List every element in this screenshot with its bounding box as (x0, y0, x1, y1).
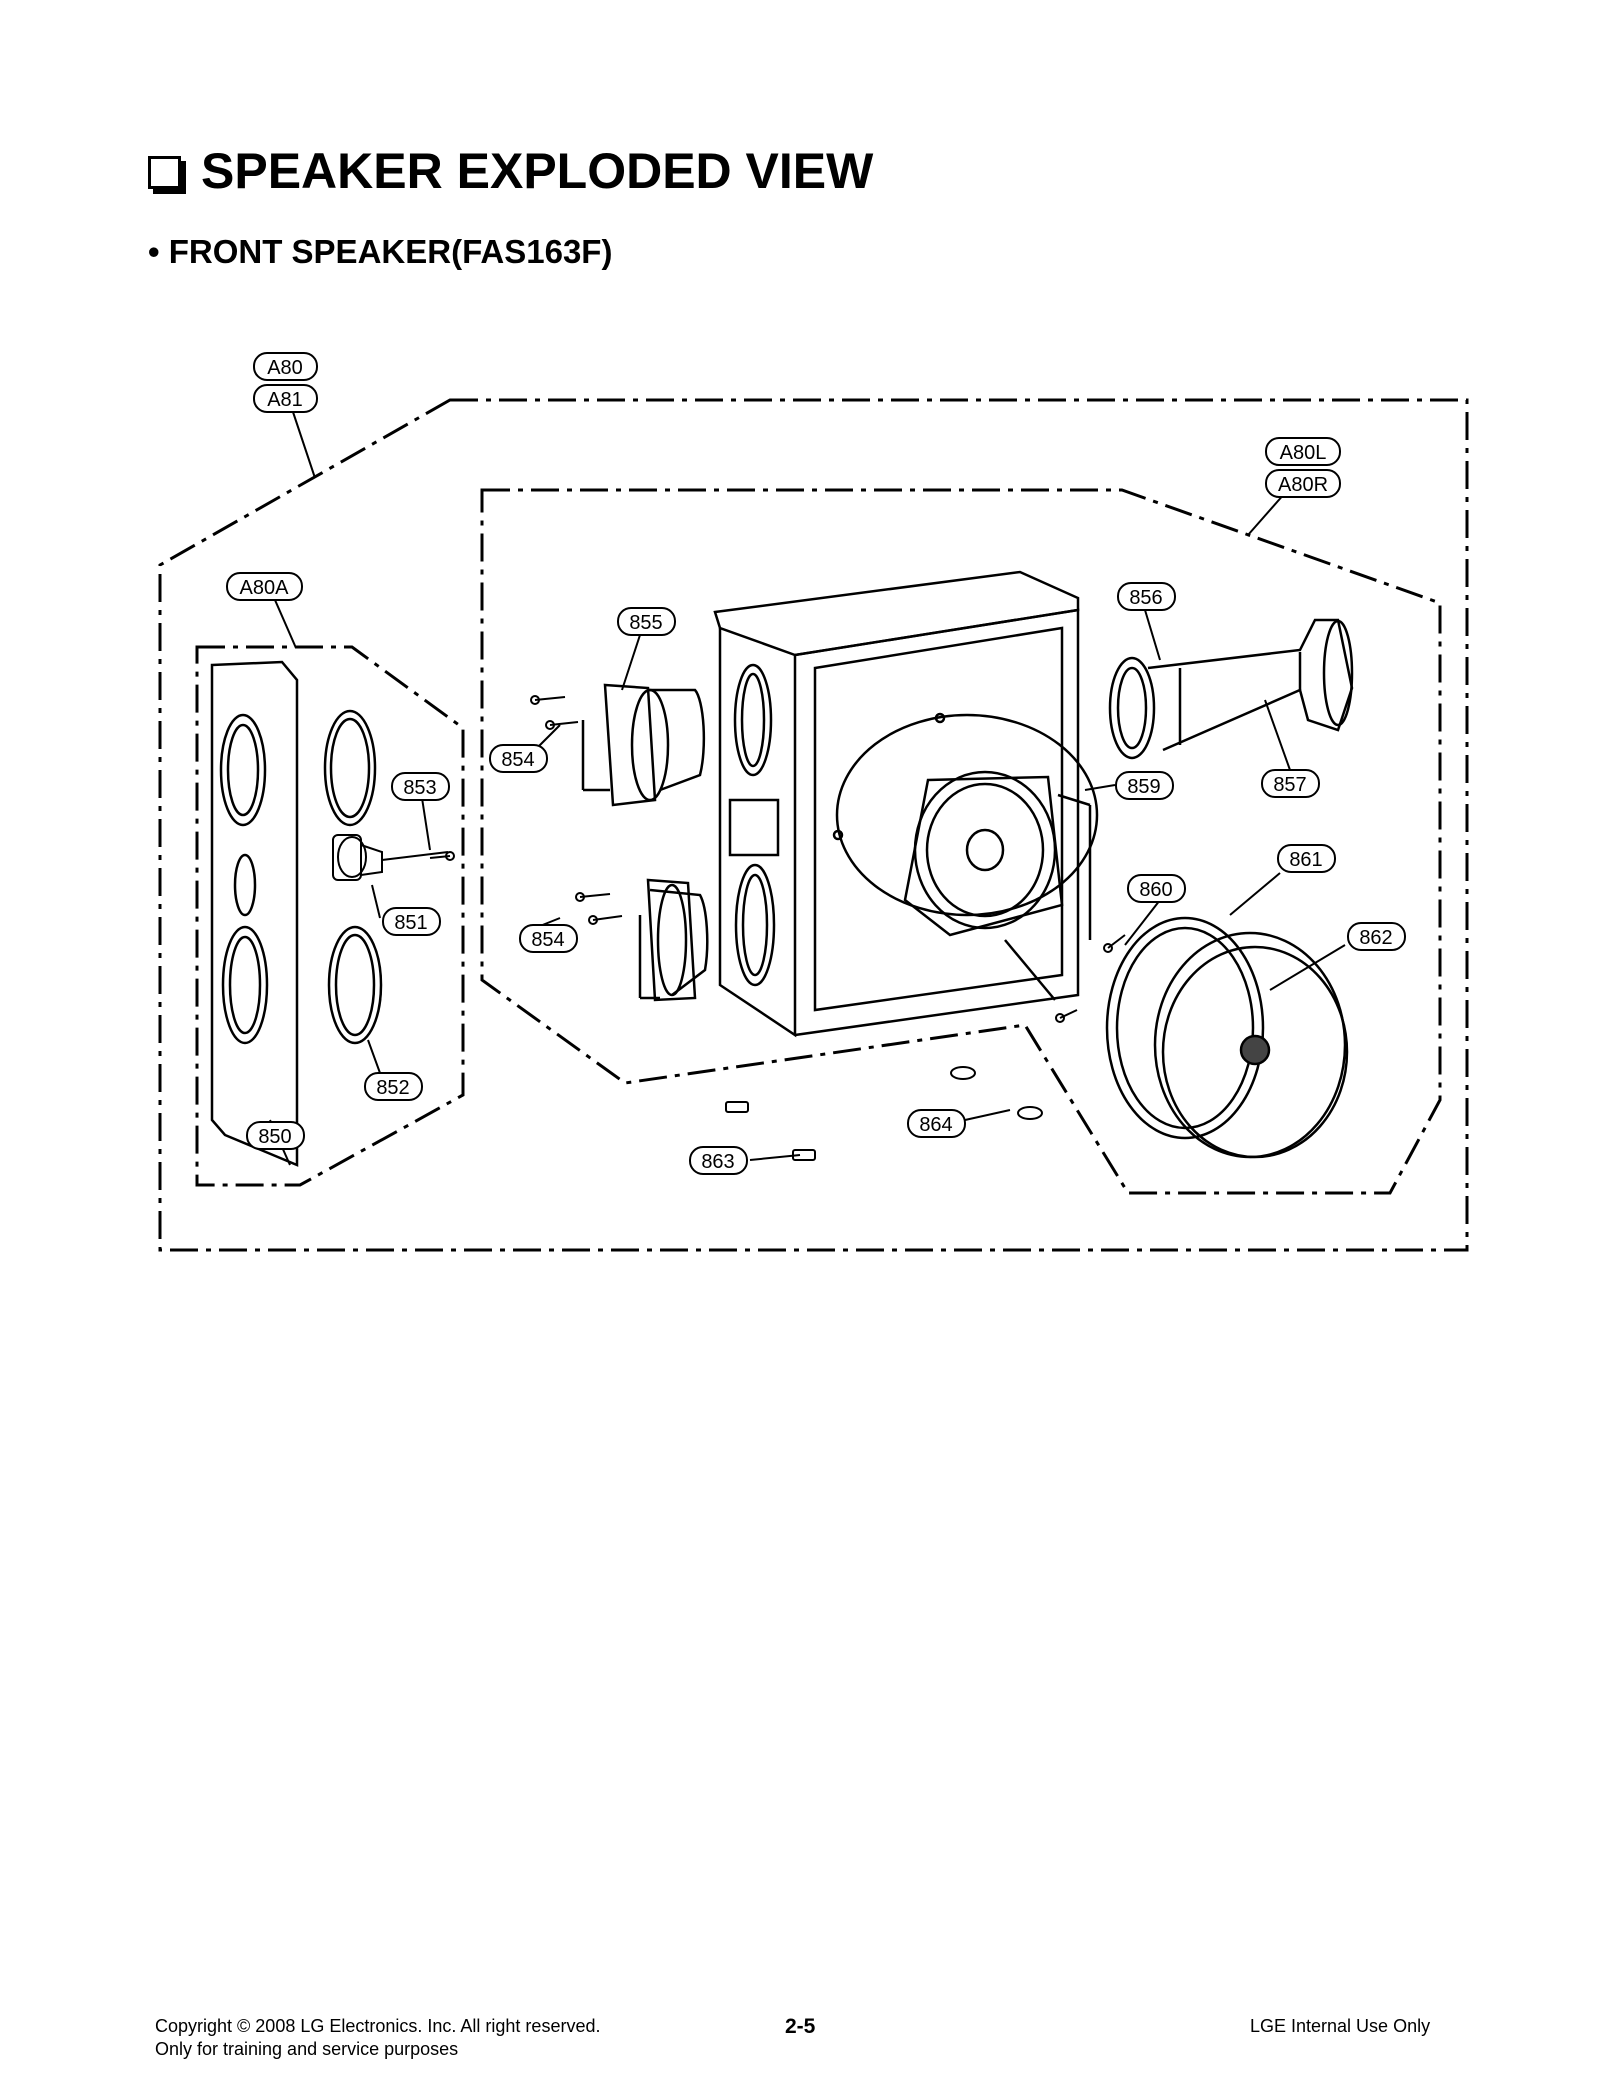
callout-851: 851 (394, 912, 427, 934)
callout-864: 864 (919, 1114, 952, 1136)
front-grille (210, 660, 299, 1167)
feet-and-pads (725, 1066, 1043, 1161)
passive-radiator (1105, 916, 1349, 1159)
callout-856: 856 (1129, 587, 1162, 609)
callout-a80l: A80L (1280, 442, 1327, 464)
callout-860: 860 (1139, 879, 1172, 901)
callout-854-bottom: 854 (531, 929, 564, 951)
callout-852: 852 (376, 1077, 409, 1099)
callout-a80r: A80R (1278, 474, 1328, 496)
callout-863: 863 (701, 1151, 734, 1173)
speaker-cabinet (713, 570, 1099, 1038)
page-title: SPEAKER EXPLODED VIEW (148, 142, 873, 200)
mid-speaker-units (581, 683, 709, 1002)
callout-862: 862 (1359, 927, 1392, 949)
checkbox-bullet-icon (148, 155, 181, 189)
callout-859: 859 (1127, 776, 1160, 798)
footer-copyright: Copyright © 2008 LG Electronics. Inc. Al… (155, 2015, 600, 2061)
callout-a80a: A80A (240, 577, 290, 599)
callout-a81: A81 (267, 389, 303, 411)
tweeter-bracket (332, 834, 449, 881)
page-title-text: SPEAKER EXPLODED VIEW (201, 143, 874, 199)
copyright-text: Copyright © 2008 LG Electronics. Inc. Al… (155, 2016, 601, 2036)
callout-857: 857 (1273, 774, 1306, 796)
grille-rings (323, 709, 383, 1045)
outer-assembly-boundary (158, 398, 1469, 1252)
group-boundaries (158, 398, 1469, 1252)
callout-bubbles (226, 352, 1406, 1175)
front-grille-assembly-boundary (195, 645, 465, 1187)
cabinet-assembly-boundary (480, 488, 1442, 1195)
callout-861: 861 (1289, 849, 1322, 871)
callout-a80: A80 (267, 357, 303, 379)
callout-854-top: 854 (501, 749, 534, 771)
callout-855: 855 (629, 612, 662, 634)
woofer-unit (903, 770, 1092, 1001)
callout-labels: A80 A81 A80L A80R A80A 855 856 857 859 8… (240, 357, 1393, 1173)
screws (429, 695, 1126, 1023)
training-notice: Only for training and service purposes (155, 2039, 459, 2059)
callout-853: 853 (403, 777, 436, 799)
page-number: 2-5 (785, 2015, 816, 2038)
section-title: • FRONT SPEAKER(FAS163F) (148, 233, 613, 270)
bass-port-tube (1108, 618, 1354, 760)
callout-850: 850 (258, 1126, 291, 1148)
internal-use-notice: LGE Internal Use Only (1250, 2016, 1431, 2036)
